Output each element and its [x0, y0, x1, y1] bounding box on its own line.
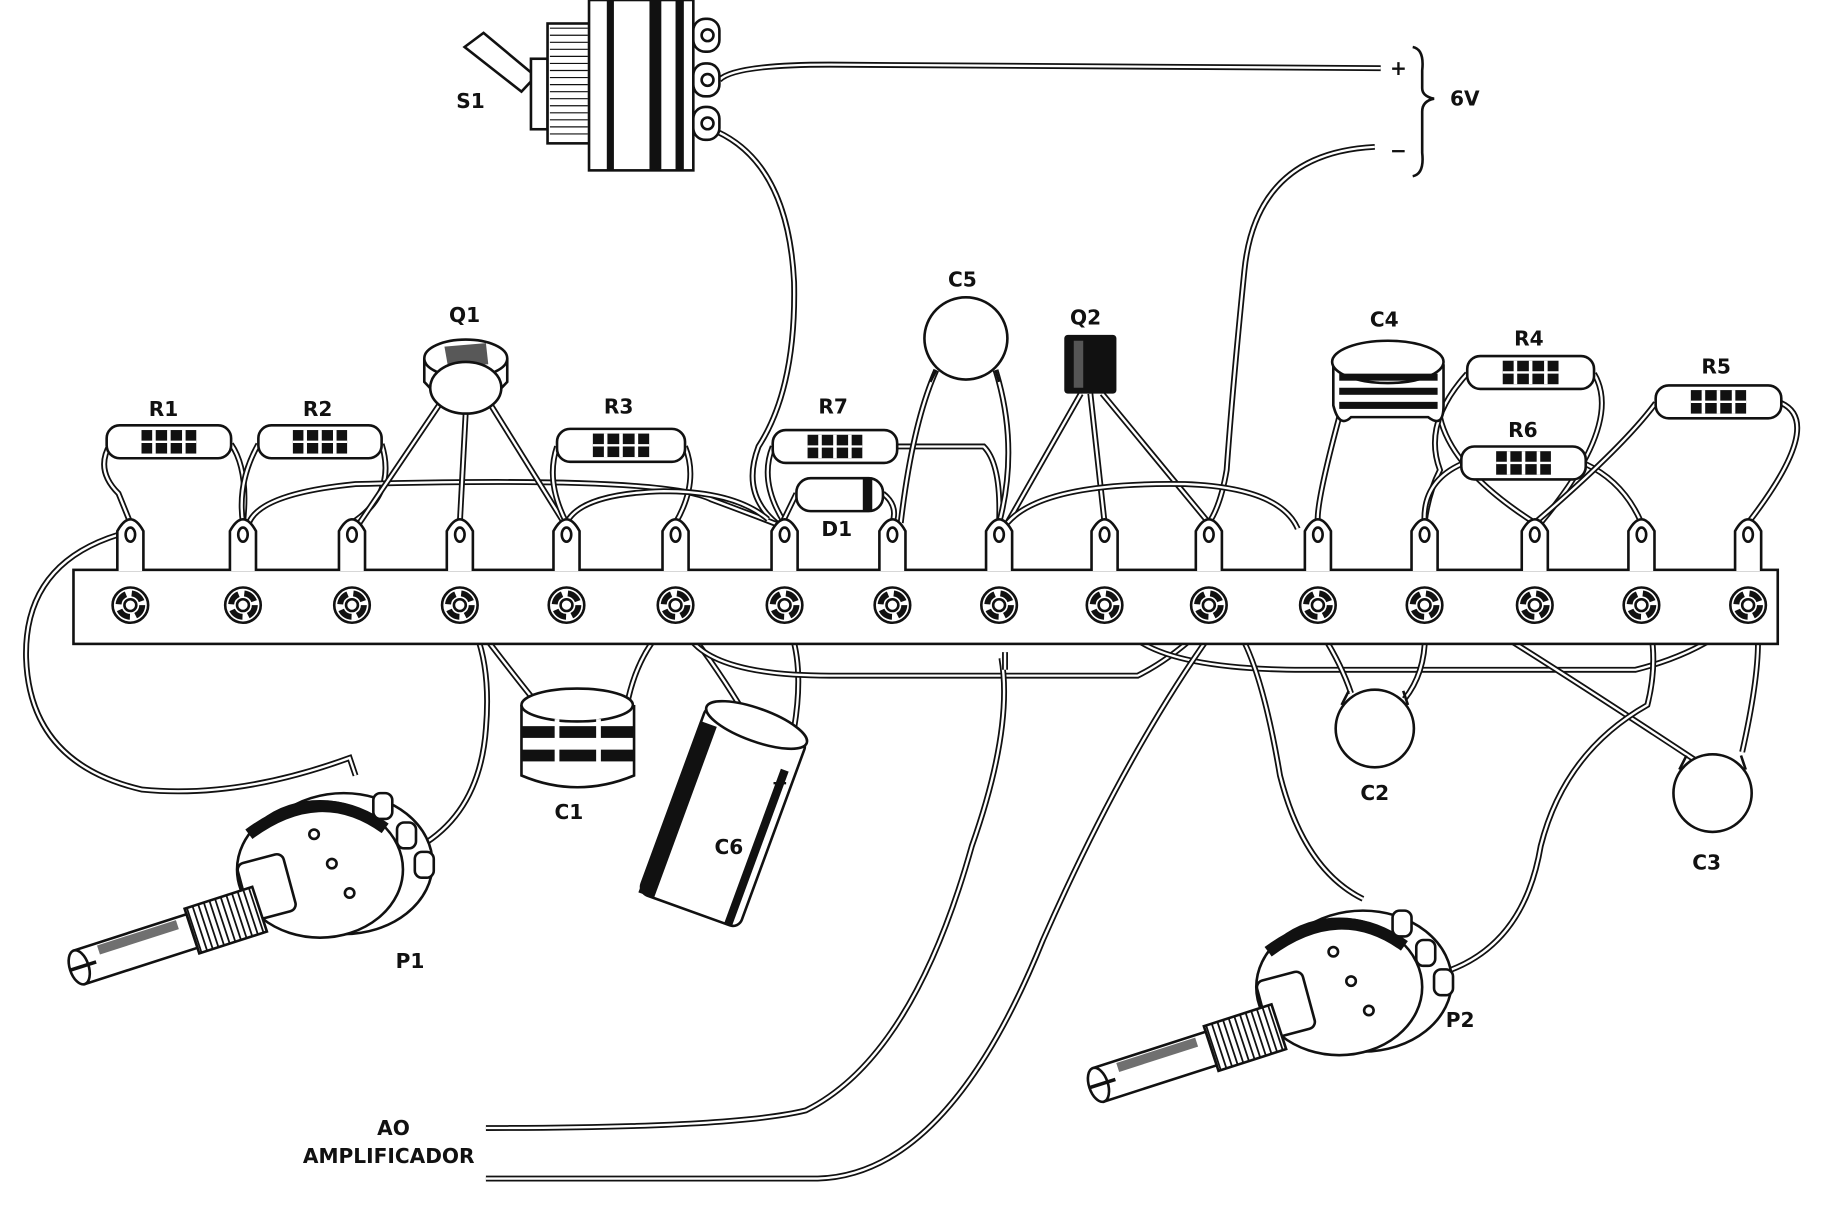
resistor-r5	[1654, 384, 1783, 420]
potentiometer-p2	[1086, 909, 1455, 1104]
output-label-line2: AMPLIFICADOR	[303, 1144, 475, 1168]
capacitor-c4	[1330, 339, 1445, 423]
terminal-lug	[1520, 518, 1550, 572]
wire	[1206, 143, 1375, 525]
switch-lug	[692, 105, 721, 142]
terminal-lug	[552, 518, 581, 572]
supply-minus: −	[1390, 139, 1407, 163]
resistor-r2	[257, 424, 383, 460]
label-q1: Q1	[449, 303, 480, 327]
label-p1: P1	[396, 949, 425, 973]
label-r6: R6	[1508, 418, 1538, 442]
terminal-hole	[440, 586, 479, 625]
power-supply-terminals: + − 6V	[1390, 45, 1480, 178]
terminal-hole	[1622, 586, 1661, 625]
diode-d1	[795, 476, 885, 513]
c6-polarity: +	[771, 771, 788, 795]
terminal-hole	[1085, 586, 1124, 625]
resistor-r4	[1465, 354, 1596, 391]
terminal-hole	[1405, 586, 1444, 625]
terminal-lug	[984, 518, 1014, 572]
wire	[1745, 400, 1801, 525]
component-labels: Q1 Q2 R1 R2 R3 R4 R5 R6 R7 C1 C2 C3 C4 C…	[149, 268, 1731, 1168]
label-r1: R1	[149, 397, 179, 421]
terminal-lug	[1194, 518, 1224, 572]
terminal-lug	[1627, 518, 1656, 572]
terminal-hole	[873, 586, 912, 625]
terminal-lug	[661, 518, 690, 572]
label-d1: D1	[821, 517, 852, 541]
supply-voltage: 6V	[1450, 87, 1480, 111]
terminal-hole	[1729, 586, 1768, 625]
terminal-hole	[1189, 586, 1228, 625]
terminal-lug	[1733, 518, 1763, 572]
label-r3: R3	[604, 395, 634, 419]
wire	[1218, 608, 1365, 902]
wire	[715, 128, 798, 526]
transistor-q1	[422, 338, 509, 415]
terminal-hole	[111, 586, 150, 625]
resistor-r7	[771, 428, 899, 465]
resistor-r6	[1460, 445, 1588, 481]
resistor-r3	[555, 427, 687, 464]
terminal-hole	[1515, 586, 1554, 625]
terminal-hole	[547, 586, 586, 625]
label-s1: S1	[456, 89, 485, 113]
wire	[246, 479, 784, 530]
terminal-hole	[223, 586, 263, 625]
label-r4: R4	[1514, 327, 1544, 351]
label-c4: C4	[1370, 308, 1399, 332]
output-label-line1: AO	[377, 1116, 410, 1140]
terminal-lug	[1410, 518, 1439, 572]
terminal-hole	[332, 586, 372, 625]
terminal-lug	[1090, 518, 1119, 572]
supply-plus: +	[1390, 56, 1407, 80]
potentiometer-p1	[67, 791, 436, 986]
switch-lug	[692, 62, 721, 98]
switch-s1: S1	[456, 0, 721, 172]
label-r2: R2	[303, 397, 333, 421]
terminal-lug	[445, 518, 475, 572]
label-c6: C6	[714, 835, 743, 859]
terminal-hole	[765, 586, 804, 625]
label-r7: R7	[818, 395, 848, 419]
switch-lug	[692, 17, 721, 53]
label-c3: C3	[1692, 851, 1721, 875]
terminal-lug	[1303, 518, 1333, 572]
label-r5: R5	[1701, 355, 1731, 379]
capacitor-c5	[923, 295, 1009, 383]
terminal-lug	[337, 518, 367, 572]
label-c2: C2	[1360, 781, 1389, 805]
label-c5: C5	[948, 268, 977, 292]
terminal-lug	[228, 518, 258, 572]
terminal-lug	[878, 518, 907, 572]
wire	[419, 615, 491, 849]
capacitor-c3	[1672, 753, 1753, 834]
capacitor-c1	[520, 687, 636, 789]
transistor-q2	[1064, 334, 1117, 394]
label-q2: Q2	[1070, 305, 1101, 329]
terminal-strip	[72, 518, 1780, 646]
terminal-hole	[1298, 586, 1337, 625]
terminal-lug	[770, 518, 799, 572]
label-c1: C1	[554, 800, 583, 824]
wire	[1005, 481, 1301, 531]
label-p2: P2	[1446, 1008, 1475, 1032]
terminal-hole	[980, 586, 1019, 625]
terminal-lug	[116, 518, 145, 572]
capacitor-c2	[1334, 688, 1416, 769]
capacitor-c6	[638, 699, 809, 928]
terminal-hole	[656, 586, 695, 625]
resistor-r1	[105, 424, 233, 460]
